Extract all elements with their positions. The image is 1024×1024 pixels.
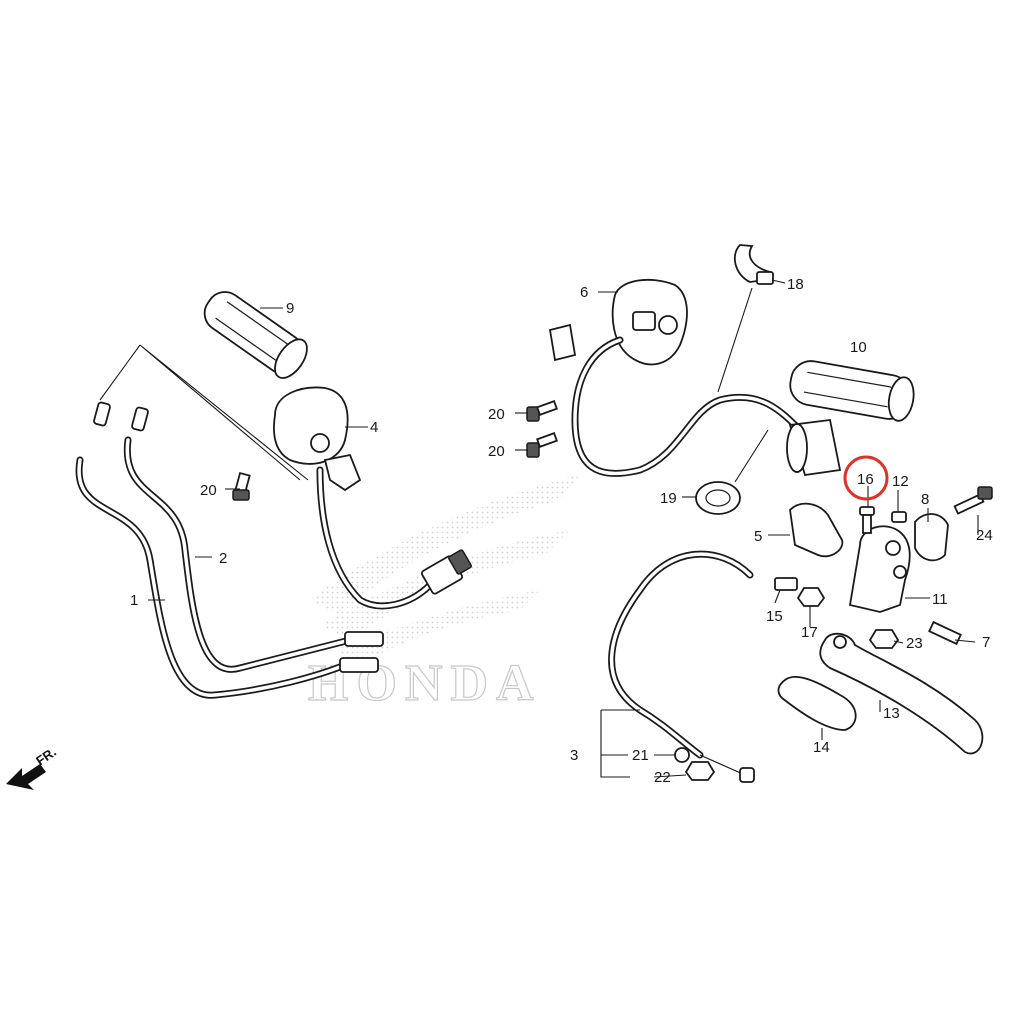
part-label-17: 17 (801, 624, 818, 641)
bolt-20-lower (526, 432, 558, 458)
part-label-22: 22 (654, 769, 671, 786)
lever-bracket (848, 525, 911, 613)
part-label-2: 2 (219, 550, 227, 567)
screw-12 (891, 511, 907, 523)
honda-wing-watermark: HONDA (307, 475, 580, 713)
part-label-4: 4 (370, 419, 378, 436)
label-leaders (99, 279, 979, 778)
part-label-15: 15 (766, 608, 783, 625)
part-label-20-c: 20 (488, 443, 505, 460)
right-grip (789, 360, 915, 422)
lever-cover-14 (777, 675, 857, 731)
washer-21 (674, 747, 690, 763)
part-label-14: 14 (813, 739, 830, 756)
clutch-lever (819, 632, 984, 755)
part-label-5: 5 (754, 528, 762, 545)
nut-22 (684, 761, 716, 781)
part-label-1: 1 (130, 592, 138, 609)
holder-8 (914, 513, 949, 562)
part-label-18: 18 (787, 276, 804, 293)
part-label-13: 13 (883, 705, 900, 722)
part-label-7: 7 (982, 634, 990, 651)
part-label-12: 12 (892, 473, 909, 490)
pin-7 (928, 620, 962, 646)
part-label-3: 3 (570, 747, 578, 764)
part-label-24: 24 (976, 527, 993, 544)
part-number-labels: 1 2 3 4 5 6 7 8 9 10 11 12 13 14 15 16 1… (130, 276, 993, 786)
adjuster-15 (774, 577, 798, 591)
screw-16 (859, 506, 875, 534)
part-label-8: 8 (921, 491, 929, 508)
left-grip (203, 291, 308, 379)
highlight-circle (843, 455, 889, 501)
nut-17 (796, 587, 826, 607)
cable-clamp-19 (695, 429, 769, 515)
part-label-9: 9 (286, 300, 294, 317)
part-label-11: 11 (932, 591, 948, 608)
left-switch-housing (273, 386, 472, 610)
cover-5 (789, 502, 844, 558)
part-label-20-a: 20 (200, 482, 217, 499)
part-label-23: 23 (906, 635, 923, 652)
bolt-20-left (232, 471, 251, 501)
nut-23 (868, 629, 900, 649)
right-switch-housing (548, 278, 804, 477)
part-label-21: 21 (632, 747, 649, 764)
part-label-10: 10 (850, 339, 867, 356)
bolt-20-upper (526, 400, 558, 422)
throttle-tube (786, 419, 842, 477)
front-direction-label: FR. (33, 744, 59, 768)
bolt-24 (953, 486, 993, 515)
part-label-6: 6 (580, 284, 588, 301)
part-label-16: 16 (857, 471, 874, 488)
part-label-20-b: 20 (488, 406, 505, 423)
clutch-cable (608, 550, 755, 783)
cable-clamp-18 (717, 244, 774, 393)
throttle-cables (75, 401, 384, 699)
front-direction-arrow: FR. (6, 744, 59, 790)
part-label-19: 19 (660, 490, 677, 507)
